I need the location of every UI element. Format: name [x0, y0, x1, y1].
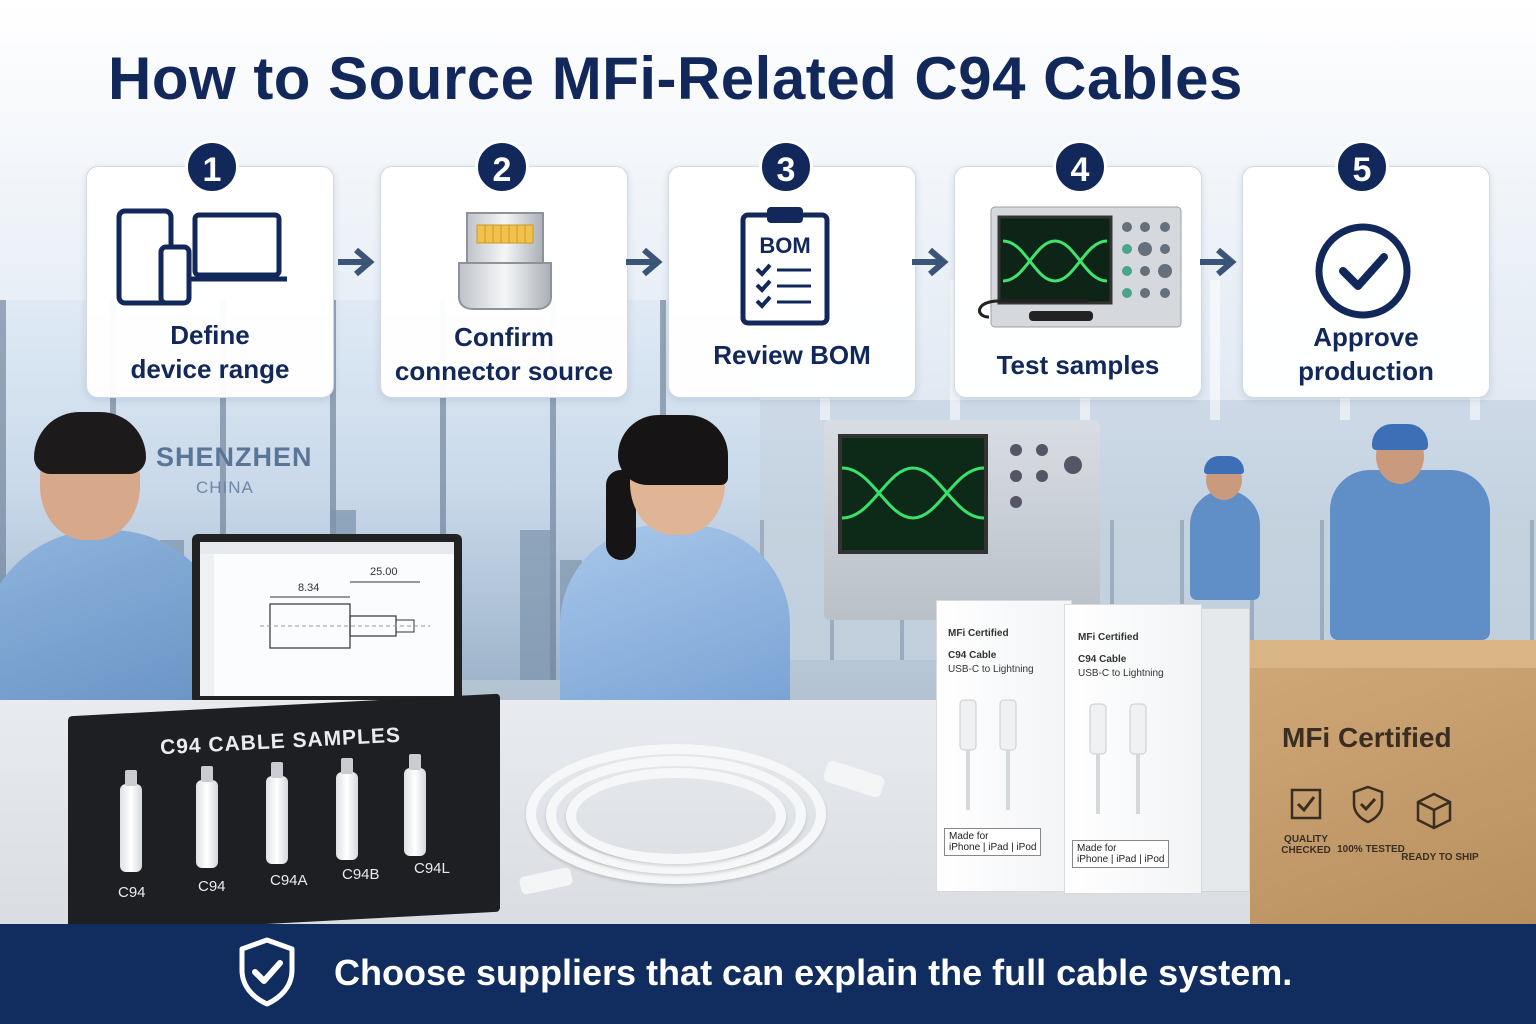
- carton-top: [1250, 640, 1536, 672]
- engineer-hair: [34, 412, 146, 474]
- lightning-plug: [120, 770, 142, 872]
- arrow-right-icon: [338, 247, 375, 277]
- footer-message: Choose suppliers that can explain the fu…: [334, 952, 1293, 993]
- step-number-badge: 4: [1053, 140, 1107, 194]
- factory-worker: [1190, 490, 1260, 600]
- checkmark-circle-icon: [1315, 223, 1411, 319]
- packaged-cable-image: [1089, 703, 1147, 814]
- step-number-badge: 1: [185, 140, 239, 194]
- package-subtitle: USB-C to Lightning: [1078, 668, 1164, 679]
- tested-shield-icon: [1352, 785, 1384, 824]
- cable-coil: [566, 768, 786, 864]
- lightning-plug: [196, 766, 218, 868]
- package-certified-label: MFi Certified: [1078, 632, 1139, 643]
- step-label-line2: connector source: [394, 356, 614, 386]
- technician-hair: [618, 415, 728, 485]
- scope-knob: [1010, 470, 1022, 482]
- worker-cap: [1204, 456, 1244, 474]
- dimension-label: 25.00: [370, 566, 398, 578]
- bom-icon-text: BOM: [759, 233, 811, 258]
- oscilloscope-screen: [838, 434, 988, 554]
- cad-monitor: 8.34 25.00: [192, 534, 462, 704]
- scope-knob: [1036, 444, 1048, 456]
- worker-cap: [1372, 424, 1428, 450]
- packaged-cable-image: [959, 699, 1017, 810]
- city-building: [520, 530, 550, 680]
- page-title: How to Source MFi-Related C94 Cables: [108, 45, 1243, 112]
- made-for-devices: iPhone | iPad | iPod: [1077, 854, 1165, 865]
- carton-title: MFi Certified: [1282, 722, 1452, 753]
- shield-check-icon: [239, 937, 295, 1007]
- sample-label: C94A: [270, 872, 308, 889]
- made-for-devices: iPhone | iPad | iPod: [949, 842, 1037, 853]
- cable-coil: [526, 744, 826, 884]
- lightning-plug: [266, 762, 288, 864]
- eye-diagram: [841, 466, 985, 520]
- step-card-test-samples: Test samples: [954, 166, 1202, 398]
- step-label-line1: Review BOM: [713, 340, 871, 370]
- step-label-line1: Test samples: [996, 350, 1160, 380]
- sample-label: C94L: [414, 860, 450, 877]
- carton-badge-label: 100% TESTED: [1337, 844, 1405, 855]
- package-subtitle: USB-C to Lightning: [948, 664, 1034, 675]
- oscilloscope-icon: [978, 206, 1182, 328]
- step-label-line1: Confirm: [454, 322, 554, 352]
- bom-clipboard-icon: [740, 207, 830, 326]
- step-label-line1: Define: [170, 320, 250, 350]
- dimension-label: 8.34: [298, 582, 320, 594]
- lightning-plug: [336, 758, 358, 860]
- oscilloscope: [824, 420, 1100, 620]
- step-number-badge: 2: [475, 140, 529, 194]
- factory-worker: [1330, 470, 1490, 640]
- package-certified-label: MFi Certified: [948, 628, 1009, 639]
- lightning-plug: [404, 754, 426, 856]
- step-label-line2: device range: [130, 354, 290, 384]
- made-for-label: Made for: [1077, 843, 1117, 854]
- arrow-right-icon: [1200, 247, 1237, 277]
- sample-label: C94: [198, 878, 226, 895]
- step-number-badge: 5: [1335, 140, 1389, 194]
- step-card-review-bom: BOM Review BOM: [668, 166, 916, 398]
- shipping-carton: [1250, 668, 1536, 926]
- scope-knob: [1010, 444, 1022, 456]
- scope-knob: [1010, 496, 1022, 508]
- package-side: [1200, 608, 1250, 892]
- connector-drawing: [200, 542, 454, 696]
- sample-label: C94B: [342, 866, 380, 883]
- made-for-label: Made for: [949, 831, 989, 842]
- cad-drawing: 8.34 25.00: [200, 542, 454, 696]
- arrow-right-icon: [912, 247, 949, 277]
- step-label-line2: production: [1298, 356, 1434, 386]
- location-country: CHINA: [196, 478, 254, 497]
- cable-coil: [546, 756, 806, 874]
- location-city: SHENZHEN: [156, 442, 313, 472]
- arrow-right-icon: [626, 247, 663, 277]
- step-card-define-device-range: Define device range: [86, 166, 334, 398]
- package-product-name: C94 Cable: [948, 650, 997, 661]
- step-card-approve-production: Approve production: [1242, 166, 1490, 398]
- step-number-badge: 3: [759, 140, 813, 194]
- scope-knob: [1036, 470, 1048, 482]
- carton-badge-label: QUALITY CHECKED: [1281, 834, 1331, 856]
- devices-icon: [116, 208, 287, 306]
- step-label-line1: Approve: [1313, 322, 1419, 352]
- package-product-name: C94 Cable: [1078, 654, 1127, 665]
- step-card-confirm-connector-source: Confirm connector source: [380, 166, 628, 398]
- lightning-connector-icon: [458, 212, 552, 310]
- carton-badge-label: READY TO SHIP: [1401, 852, 1479, 863]
- box-icon: [1416, 792, 1452, 830]
- quality-check-icon: [1290, 788, 1322, 820]
- sample-label: C94: [118, 884, 146, 901]
- scope-knob: [1064, 456, 1082, 474]
